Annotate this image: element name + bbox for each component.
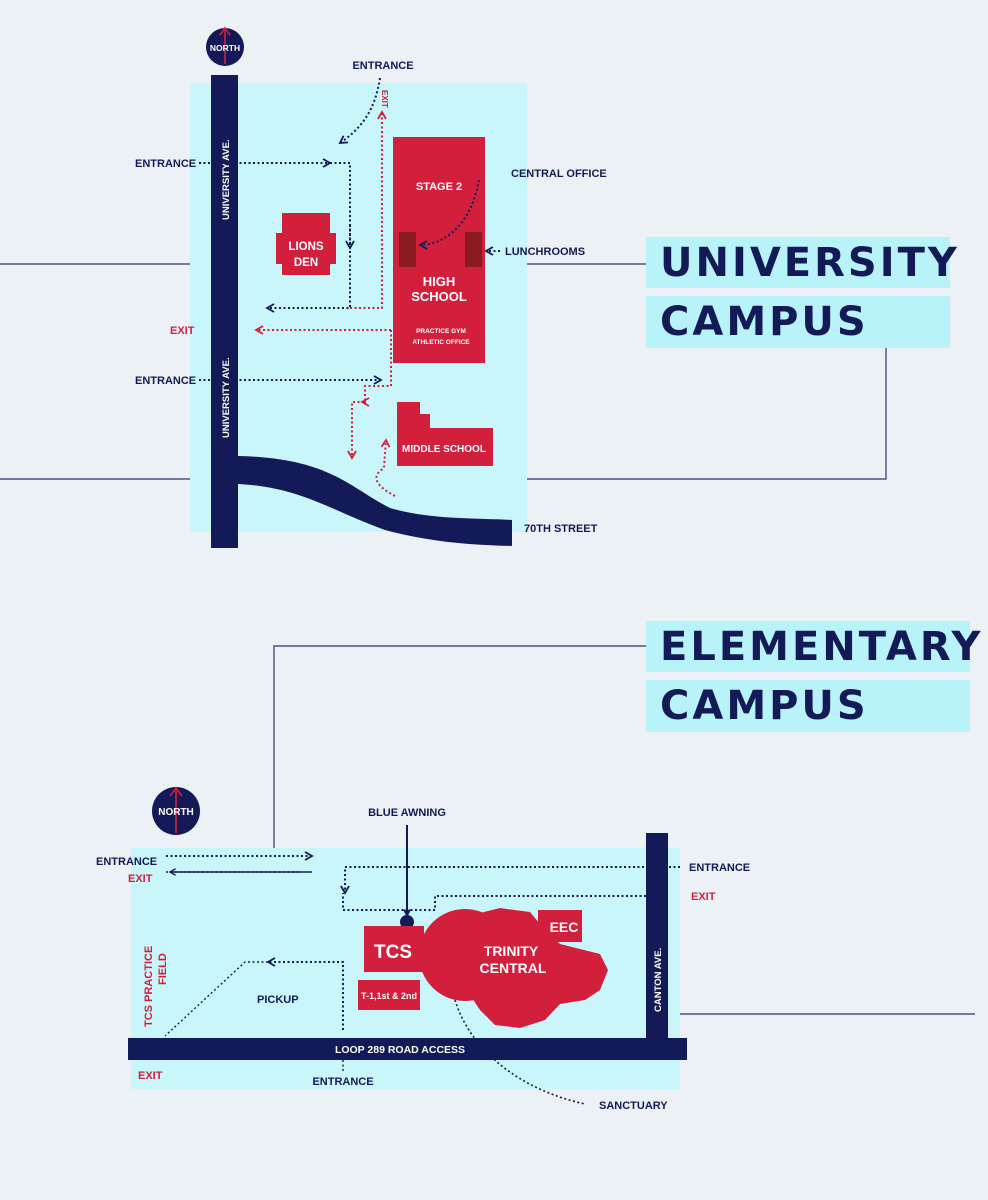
practice-gym-label: PRACTICE GYM [416, 328, 466, 335]
north-label-top: NORTH [210, 43, 240, 53]
trinity-label-line2: CENTRAL [480, 960, 547, 976]
university-title-line2: CAMPUS [660, 299, 869, 345]
high-school-label-line1: HIGH [423, 274, 456, 289]
exit-left-label: EXIT [128, 873, 153, 885]
exit-left-label: EXIT [170, 325, 195, 337]
entrance-bottom-label: ENTRANCE [312, 1076, 373, 1088]
70th-street-road [238, 456, 512, 546]
exit-vertical-label: EXIT [380, 90, 389, 108]
entrance-top-label: ENTRANCE [352, 60, 413, 72]
stage2-label: STAGE 2 [416, 181, 462, 193]
university-red-routes [254, 110, 396, 497]
elementary-campus-map: LOOP 289 ROAD ACCESS CANTON AVE. NORTH T… [96, 645, 975, 1112]
university-ave-label-bottom: UNIVERSITY AVE. [221, 357, 232, 438]
entrance-left-top-label: ENTRANCE [135, 158, 196, 170]
elementary-navy-routes [164, 851, 680, 1105]
pickup-label: PICKUP [257, 994, 299, 1006]
sanctuary-label: SANCTUARY [599, 1100, 668, 1112]
blue-awning-label: BLUE AWNING [368, 807, 446, 819]
elementary-title-box-2: CAMPUS [646, 680, 970, 732]
lions-den-label-line2: DEN [294, 257, 318, 269]
practice-field-label-line1: TCS PRACTICE [143, 946, 155, 1027]
loop289-road [128, 1038, 687, 1060]
middle-school-building: MIDDLE SCHOOL [397, 402, 493, 466]
70th-street-label: 70TH STREET [524, 523, 598, 535]
canton-ave-road [646, 833, 668, 1060]
tcs-grades-label: T-1,1st & 2nd [361, 991, 417, 1001]
university-title-box-2: CAMPUS [646, 296, 950, 348]
entrance-left-label: ENTRANCE [96, 856, 157, 868]
north-label-bottom: NORTH [158, 807, 194, 818]
university-navy-routes [199, 77, 500, 385]
exit-bottom-label: EXIT [138, 1070, 163, 1082]
loop289-label: LOOP 289 ROAD ACCESS [335, 1044, 465, 1056]
tcs-building: TCS T-1,1st & 2nd [358, 915, 424, 1010]
university-ave-road [211, 75, 238, 548]
north-compass-bottom: NORTH [152, 786, 200, 835]
university-campus-map: NORTH UNIVERSITY AVE. UNIVERSITY AVE. 70… [0, 26, 887, 548]
elementary-title-box-1: ELEMENTARY [646, 621, 980, 672]
elementary-connector-lines [273, 645, 975, 1015]
north-compass-top: NORTH [206, 26, 244, 66]
trinity-label-line1: TRINITY [484, 943, 539, 959]
lions-den-label-line1: LIONS [288, 241, 323, 253]
practice-field-label-line2: FIELD [157, 953, 169, 985]
elementary-title-line2: CAMPUS [660, 683, 869, 729]
canton-ave-label: CANTON AVE. [653, 948, 664, 1012]
eec-label: EEC [550, 919, 579, 935]
exit-right-label: EXIT [691, 891, 716, 903]
trinity-central-building: TRINITY CENTRAL EEC [419, 908, 608, 1028]
university-ave-label-top: UNIVERSITY AVE. [221, 139, 232, 220]
lunchrooms-label: LUNCHROOMS [505, 246, 585, 258]
high-school-building: STAGE 2 HIGH SCHOOL PRACTICE GYM ATHLETI… [393, 137, 485, 363]
high-school-label-line2: SCHOOL [411, 289, 467, 304]
university-title-box-1: UNIVERSITY [646, 237, 957, 288]
elementary-title-line1: ELEMENTARY [660, 623, 984, 670]
athletic-office-label: ATHLETIC OFFICE [412, 339, 470, 346]
middle-school-label: MIDDLE SCHOOL [402, 444, 486, 455]
tcs-label: TCS [374, 942, 412, 963]
entrance-right-label: ENTRANCE [689, 862, 750, 874]
lions-den-building: LIONS DEN [276, 213, 336, 275]
university-title-line1: UNIVERSITY [660, 239, 960, 286]
entrance-left-bottom-label: ENTRANCE [135, 375, 196, 387]
university-connector-lines [0, 263, 887, 480]
central-office-label: CENTRAL OFFICE [511, 168, 607, 180]
